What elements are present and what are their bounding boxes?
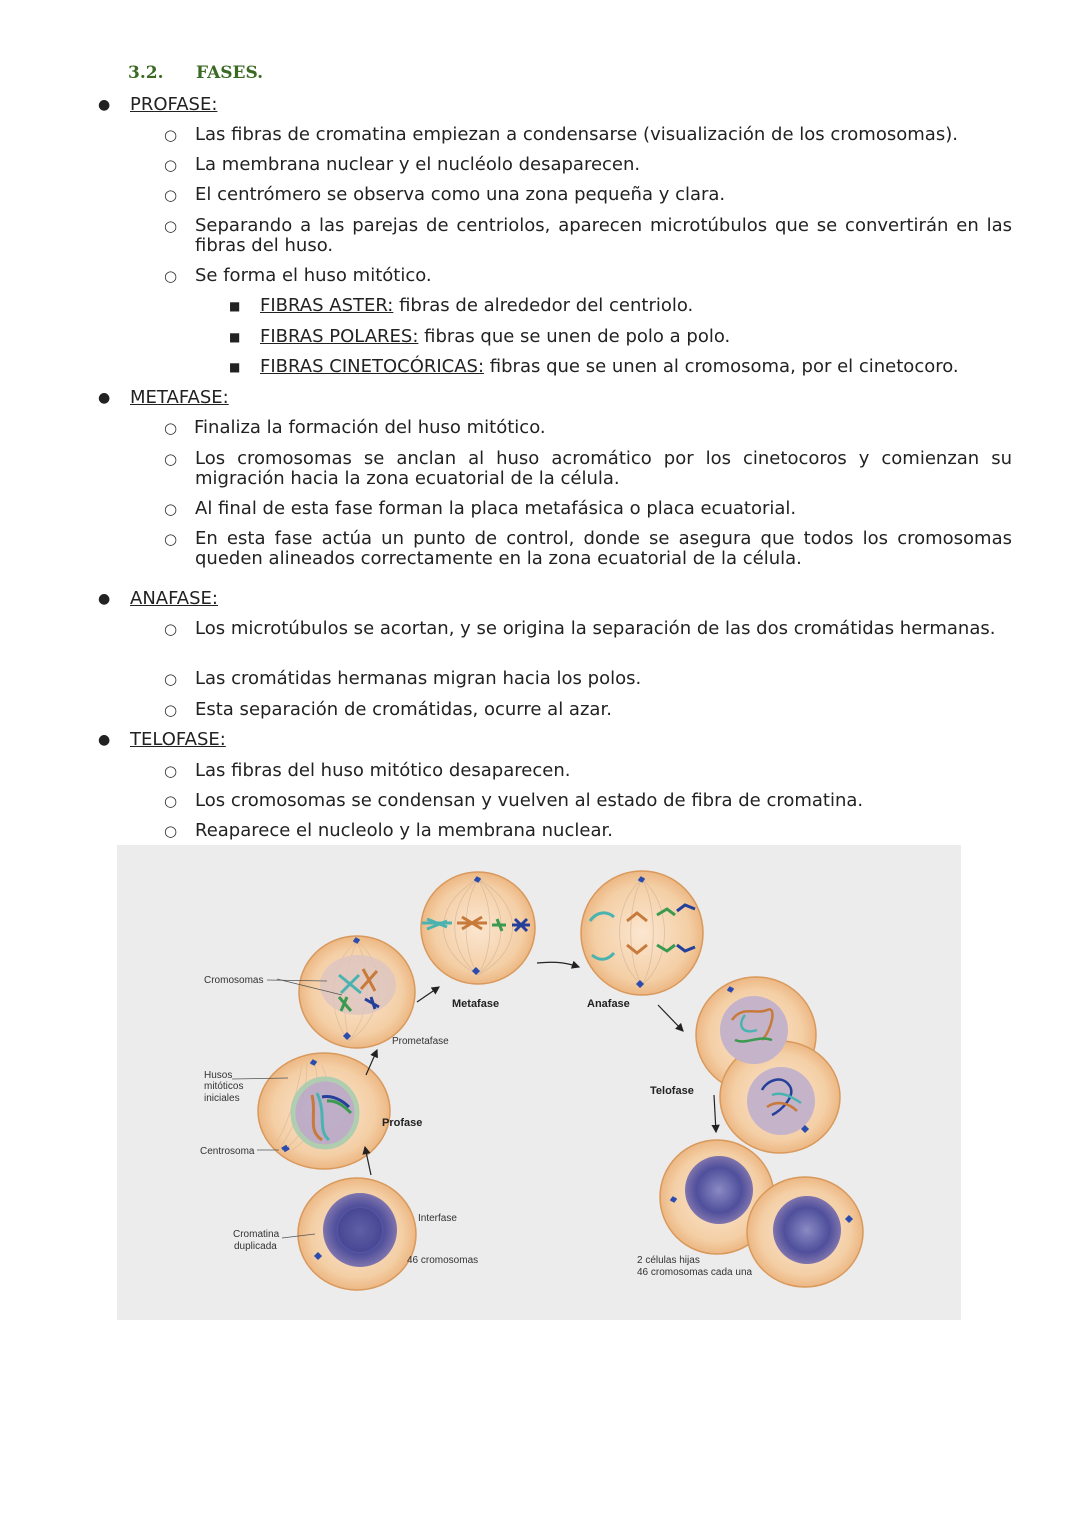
profase-item: La membrana nuclear y el nucléolo desapa…	[195, 154, 641, 175]
square-bullet-icon: ■	[229, 299, 241, 313]
telofase-cells	[695, 976, 841, 1154]
prometafase-cell	[298, 935, 416, 1049]
label-profase: Profase	[382, 1117, 422, 1129]
metafase-item: En esta fase actúa un punto de control, …	[195, 528, 1012, 569]
mitosis-diagram: Cromosomas Husos mitóticos iniciales Cen…	[117, 845, 961, 1320]
anafase-title: ANAFASE:	[130, 588, 218, 609]
circle-bullet-icon: ○	[164, 822, 178, 840]
label-husos-3: iniciales	[204, 1093, 240, 1104]
circle-bullet-icon: ○	[164, 530, 178, 548]
label-hijas-1: 2 células hijas	[637, 1255, 700, 1266]
anafase-item: Los microtúbulos se acortan, y se origin…	[195, 618, 996, 639]
bullet-icon: ●	[98, 390, 111, 406]
circle-bullet-icon: ○	[164, 217, 178, 235]
label-hijas-2: 46 cromosomas cada una	[637, 1267, 753, 1278]
label-centrosoma: Centrosoma	[200, 1146, 255, 1157]
fibra-desc: fibras de alrededor del centriolo.	[393, 295, 694, 316]
label-cromatina-2: duplicada	[234, 1241, 277, 1252]
label-telofase: Telofase	[650, 1085, 694, 1097]
fibra-desc: fibras que se unen al cromosoma, por el …	[484, 356, 959, 377]
profase-cell	[257, 1052, 391, 1170]
daughter-cells	[659, 1139, 864, 1288]
label-prometafase: Prometafase	[392, 1036, 449, 1047]
circle-bullet-icon: ○	[164, 500, 178, 518]
circle-bullet-icon: ○	[164, 186, 178, 204]
telofase-item: Reaparece el nucleolo y la membrana nucl…	[195, 820, 613, 841]
label-anafase: Anafase	[587, 998, 630, 1010]
anafase-cell	[580, 870, 704, 996]
circle-bullet-icon: ○	[164, 670, 178, 688]
square-bullet-icon: ■	[229, 330, 241, 344]
circle-bullet-icon: ○	[164, 156, 178, 174]
fibra-desc: fibras que se unen de polo a polo.	[418, 326, 731, 347]
section-title: FASES.	[196, 63, 264, 83]
metafase-item: Al final de esta fase forman la placa me…	[195, 498, 797, 519]
telofase-item: Los cromosomas se condensan y vuelven al…	[195, 790, 864, 811]
telofase-item: Las fibras del huso mitótico desaparecen…	[195, 760, 571, 781]
circle-bullet-icon: ○	[164, 267, 178, 285]
bullet-icon: ●	[98, 591, 111, 607]
circle-bullet-icon: ○	[164, 450, 178, 468]
circle-bullet-icon: ○	[164, 126, 178, 144]
label-husos-1: Husos	[204, 1070, 232, 1081]
label-46-cromosomas: 46 cromosomas	[407, 1255, 478, 1266]
telofase-title: TELOFASE:	[130, 729, 226, 750]
square-bullet-icon: ■	[229, 360, 241, 374]
section-number: 3.2.	[128, 63, 164, 83]
cycle-arrows	[362, 960, 720, 1176]
profase-item: El centrómero se observa como una zona p…	[195, 184, 726, 205]
anafase-item: Las cromátidas hermanas migran hacia los…	[195, 668, 642, 689]
profase-item: Se forma el huso mitótico.	[195, 265, 432, 286]
metafase-cell	[420, 871, 536, 985]
label-metafase: Metafase	[452, 998, 499, 1010]
circle-bullet-icon: ○	[164, 419, 178, 437]
profase-item: Las fibras de cromatina empiezan a conde…	[195, 124, 958, 145]
fibra-term: FIBRAS POLARES:	[260, 326, 419, 347]
metafase-item: Finaliza la formación del huso mitótico.	[194, 417, 546, 438]
interfase-cell	[297, 1177, 417, 1291]
profase-title: PROFASE:	[130, 94, 218, 115]
circle-bullet-icon: ○	[164, 762, 178, 780]
circle-bullet-icon: ○	[164, 620, 178, 638]
anafase-item: Esta separación de cromátidas, ocurre al…	[195, 699, 612, 720]
fibra-aster: FIBRAS ASTER: fibras de alrededor del ce…	[260, 296, 693, 316]
bullet-icon: ●	[98, 732, 111, 748]
leader-lines	[231, 978, 343, 1239]
label-cromatina-1: Cromatina	[233, 1229, 280, 1240]
circle-bullet-icon: ○	[164, 792, 178, 810]
fibra-term: FIBRAS ASTER:	[260, 295, 394, 316]
fibra-polares: FIBRAS POLARES: fibras que se unen de po…	[260, 327, 730, 347]
mitosis-diagram-svg: Cromosomas Husos mitóticos iniciales Cen…	[200, 870, 864, 1291]
label-cromosomas: Cromosomas	[204, 975, 263, 986]
label-interfase: Interfase	[418, 1213, 457, 1224]
fibra-cinetocoricas: FIBRAS CINETOCÓRICAS: fibras que se unen…	[260, 357, 959, 377]
bullet-icon: ●	[98, 97, 111, 113]
label-husos-2: mitóticos	[204, 1081, 243, 1092]
section-heading: 3.2. FASES.	[128, 63, 263, 83]
fibra-term: FIBRAS CINETOCÓRICAS:	[260, 356, 485, 377]
circle-bullet-icon: ○	[164, 701, 178, 719]
profase-item: Separando a las parejas de centriolos, a…	[195, 215, 1012, 256]
metafase-item: Los cromosomas se anclan al huso acromát…	[195, 448, 1012, 489]
metafase-title: METAFASE:	[130, 387, 229, 408]
